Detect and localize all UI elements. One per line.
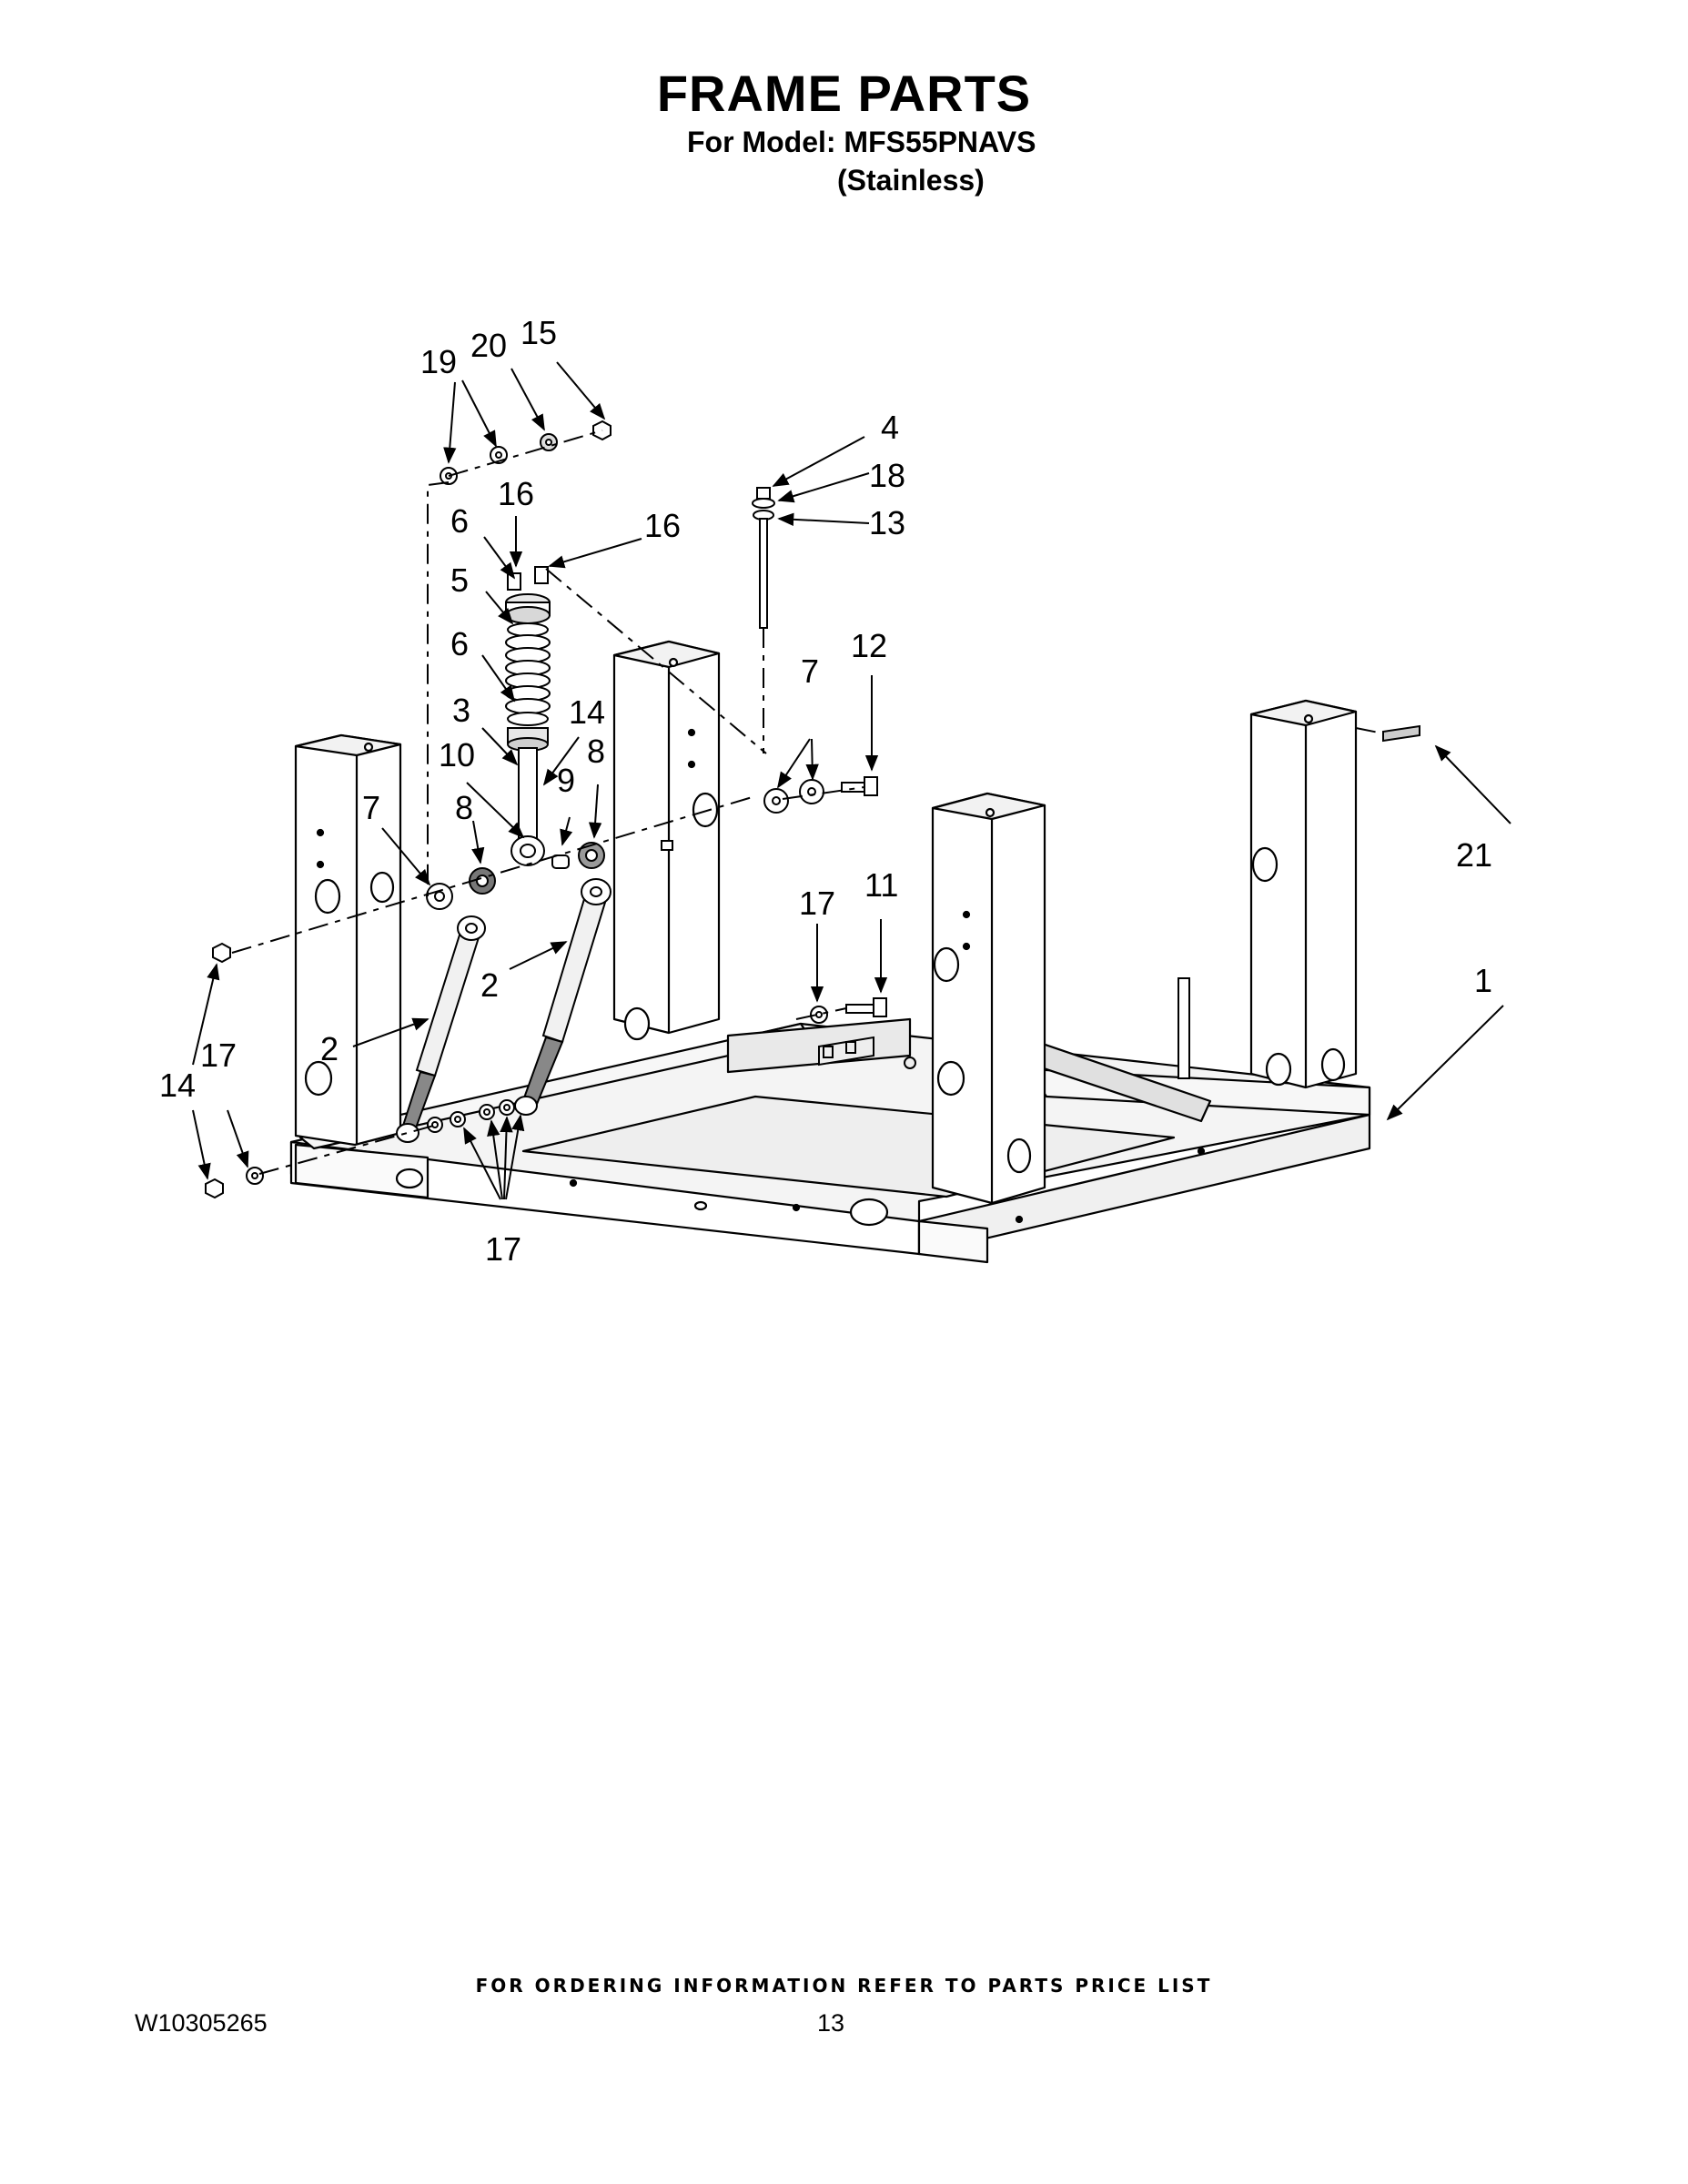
callout-16a: 16 bbox=[498, 475, 534, 512]
callout-7b: 7 bbox=[801, 652, 819, 690]
damper-right bbox=[514, 878, 612, 1116]
assembly-lines bbox=[231, 430, 1384, 1175]
callout-11: 11 bbox=[864, 866, 898, 904]
page-title: FRAME PARTS bbox=[656, 65, 1032, 122]
callout-20: 20 bbox=[470, 327, 507, 364]
ordering-note: FOR ORDERING INFORMATION REFER TO PARTS … bbox=[475, 1975, 1213, 1997]
callout-2a: 2 bbox=[320, 1030, 339, 1067]
callout-12: 12 bbox=[851, 627, 887, 664]
spring-assembly bbox=[505, 566, 551, 866]
mounting-tab bbox=[1178, 977, 1190, 1079]
frame-base bbox=[289, 1017, 1371, 1264]
finish-label: (Stainless) bbox=[837, 164, 985, 197]
callout-8a: 8 bbox=[455, 789, 473, 826]
callout-14a: 14 bbox=[569, 693, 605, 731]
callout-2b: 2 bbox=[480, 966, 499, 1004]
callout-17c: 17 bbox=[485, 1230, 521, 1268]
hardware bbox=[205, 420, 1420, 1199]
callout-18: 18 bbox=[869, 457, 905, 494]
callout-8b: 8 bbox=[587, 733, 605, 770]
leader-arrows bbox=[192, 361, 1511, 1200]
callout-13: 13 bbox=[869, 504, 905, 541]
callout-19: 19 bbox=[420, 343, 457, 380]
callout-15: 15 bbox=[521, 314, 557, 351]
callout-17a: 17 bbox=[799, 885, 835, 922]
callout-14b: 14 bbox=[159, 1067, 196, 1104]
callout-4: 4 bbox=[881, 409, 899, 446]
callout-6b: 6 bbox=[450, 625, 469, 662]
upright-rear-right bbox=[1249, 699, 1358, 1089]
callout-7a: 7 bbox=[362, 789, 380, 826]
center-bracket bbox=[818, 1036, 916, 1069]
callout-16b: 16 bbox=[644, 507, 681, 544]
callout-10: 10 bbox=[439, 736, 475, 774]
callout-17b: 17 bbox=[200, 1036, 237, 1074]
model-line: For Model: MFS55PNAVS bbox=[687, 126, 1036, 158]
callout-9: 9 bbox=[557, 762, 575, 799]
callout-6a: 6 bbox=[450, 502, 469, 540]
callouts: 19 20 15 4 18 13 16 16 6 5 6 3 14 10 8 9… bbox=[159, 314, 1492, 1268]
callout-21: 21 bbox=[1456, 836, 1492, 874]
upright-front-left bbox=[294, 733, 402, 1147]
callout-5: 5 bbox=[450, 561, 469, 599]
upright-front-right bbox=[931, 792, 1046, 1205]
page-number: 13 bbox=[817, 2009, 845, 2037]
document-number: W10305265 bbox=[135, 2009, 268, 2037]
damper-left bbox=[396, 915, 486, 1143]
callout-1: 1 bbox=[1474, 962, 1492, 999]
callout-3: 3 bbox=[452, 692, 470, 729]
